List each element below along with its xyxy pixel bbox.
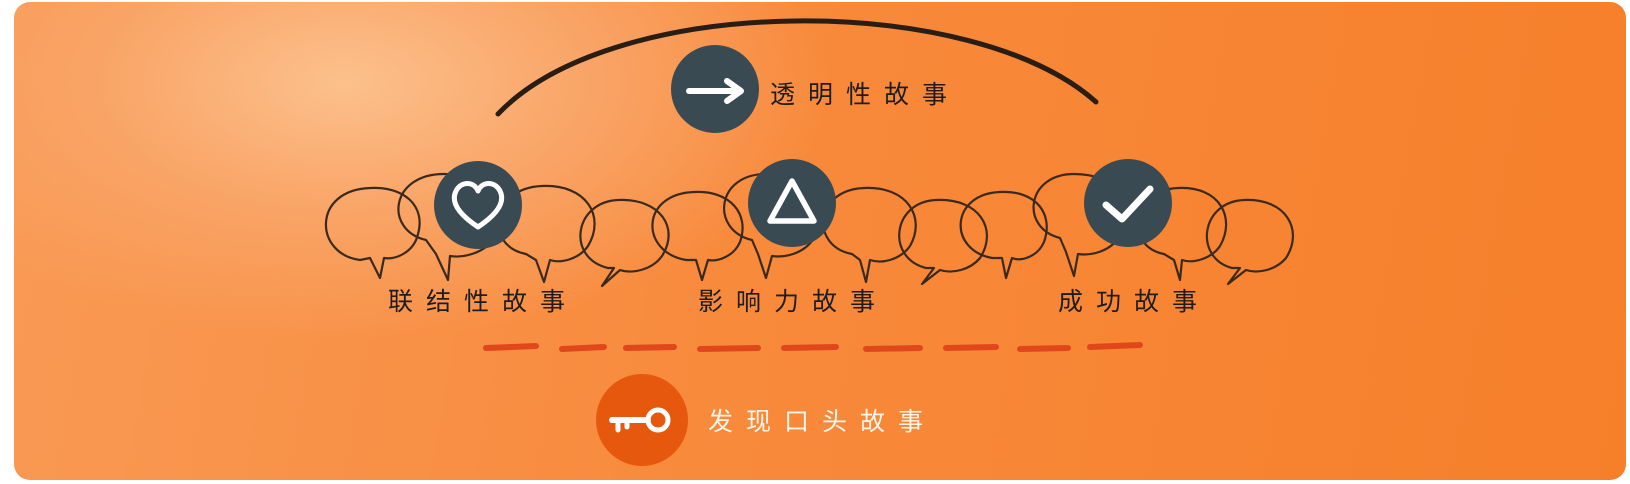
connection-story-label: 联结性故事 <box>388 287 579 316</box>
diagram-panel: 透明性故事 联结性故事 影响力故事 成功故事 发现口头故事 <box>14 2 1626 480</box>
key-icon <box>609 407 671 433</box>
discover-badge <box>596 374 688 466</box>
connection-badge <box>434 161 522 249</box>
transparency-badge <box>671 45 759 133</box>
heart-icon <box>451 181 505 230</box>
transparency-story-label: 透明性故事 <box>770 80 961 109</box>
influence-badge <box>748 159 836 247</box>
success-badge <box>1084 159 1172 247</box>
success-story-label: 成功故事 <box>1058 287 1211 316</box>
arrow-right-icon <box>686 78 744 104</box>
arch-line <box>495 18 1099 117</box>
check-icon <box>1102 185 1154 223</box>
discover-oral-stories-label: 发现口头故事 <box>708 407 937 436</box>
triangle-icon <box>767 178 817 224</box>
influence-story-label: 影响力故事 <box>698 287 889 316</box>
dashed-divider <box>483 342 1143 352</box>
